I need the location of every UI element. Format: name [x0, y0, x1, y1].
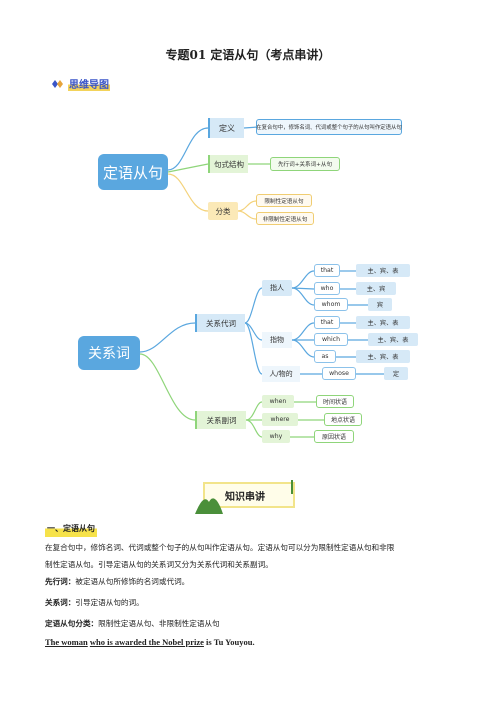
knowledge-banner: 知识串讲: [195, 478, 299, 514]
map1-category-nonrestrictive: 非限制性定语从句: [256, 212, 314, 225]
map1-structure-text: 先行词+关系词+从句: [270, 157, 340, 171]
map2-thing-word-3: as: [314, 350, 336, 363]
double-diamond-icon: [52, 79, 63, 88]
mindmap-connectors: [139, 126, 384, 438]
map1-branch-definition: 定义: [208, 118, 244, 138]
definition-term: 关系词：: [45, 598, 76, 607]
map2-person-word-1: that: [314, 264, 340, 277]
example-rest: is Tu Youyou.: [203, 637, 255, 647]
paragraph-line-2: 制性定语从句。引导定语从句的关系词又分为关系代词和关系副词。: [45, 560, 273, 569]
map2-adverb-word-1: when: [262, 395, 294, 408]
map2-pronoun-branch: 关系代词: [195, 314, 245, 332]
map2-adverb-role-2: 地点状语: [324, 413, 362, 426]
mindmap-heading: 思维导图: [52, 76, 110, 91]
map2-adverb-role-3: 原因状语: [314, 430, 354, 443]
definition-term: 定语从句分类：: [45, 619, 99, 628]
page-title: 专题01 定语从句（考点串讲）: [165, 48, 331, 62]
map2-person-word-2: who: [314, 282, 340, 295]
map2-adverb-role-1: 时间状语: [316, 395, 354, 408]
example-clause: who is awarded the Nobel prize: [89, 637, 204, 647]
map2-thing-role-2: 主、宾、表: [368, 333, 418, 346]
example-sentence: The woman who is awarded the Nobel prize…: [45, 637, 255, 647]
map1-definition-text: 在复合句中，修饰名词、代词或整个句子的从句叫作定语从句: [256, 119, 402, 135]
section-heading: 一、定语从句: [45, 520, 97, 537]
map2-person-role-2: 主、宾: [356, 282, 396, 295]
map2-thing-word-2: which: [314, 333, 348, 346]
definition-relative-word: 关系词：引导定语从句的词。: [45, 594, 144, 611]
map2-both-role-1: 定: [384, 367, 408, 380]
definition-antecedent: 先行词：被定语从句所修饰的名词或代词。: [45, 573, 189, 590]
definition-text: 引导定语从句的词。: [75, 598, 144, 607]
map1-category-restrictive: 限制性定语从句: [256, 194, 312, 207]
map2-thing-word-1: that: [314, 316, 340, 329]
hill-icon: [195, 498, 223, 514]
map2-person-role-3: 宾: [368, 298, 392, 311]
definition-term: 先行词：: [45, 577, 76, 586]
map2-thing-node: 指物: [262, 332, 292, 348]
paragraph-line-1: 在复合句中，修饰名词、代词或整个句子的从句叫作定语从句。定语从句可以分为限制性定…: [45, 543, 395, 552]
map2-thing-role-1: 主、宾、表: [356, 316, 410, 329]
map1-branch-category: 分类: [208, 202, 238, 220]
map2-person-role-1: 主、宾、表: [356, 264, 410, 277]
section-paragraph: 在复合句中，修饰名词、代词或整个句子的从句叫作定语从句。定语从句可以分为限制性定…: [45, 539, 457, 573]
definition-text: 限制性定语从句、非限制性定语从句: [98, 619, 220, 628]
map2-person-word-3: whom: [314, 298, 348, 311]
definition-categories: 定语从句分类：限制性定语从句、非限制性定语从句: [45, 615, 220, 632]
map2-both-node: 人/物的: [262, 366, 300, 382]
map2-thing-role-3: 主、宾、表: [356, 350, 410, 363]
map2-adverb-word-3: why: [262, 430, 290, 443]
knowledge-banner-bar: [291, 480, 293, 494]
mindmap-heading-text: 思维导图: [68, 76, 110, 91]
knowledge-banner-text: 知识串讲: [225, 492, 265, 503]
map2-root: 关系词: [78, 336, 140, 370]
example-antecedent: The woman: [45, 637, 88, 647]
map2-adverb-branch: 关系副词: [195, 411, 246, 429]
map2-person-node: 指人: [262, 280, 292, 296]
map2-both-word-1: whose: [322, 367, 356, 380]
map1-root: 定语从句: [98, 154, 168, 190]
definition-text: 被定语从句所修饰的名词或代词。: [75, 577, 190, 586]
map1-branch-structure: 句式结构: [208, 155, 248, 173]
map2-adverb-word-2: where: [262, 413, 298, 426]
